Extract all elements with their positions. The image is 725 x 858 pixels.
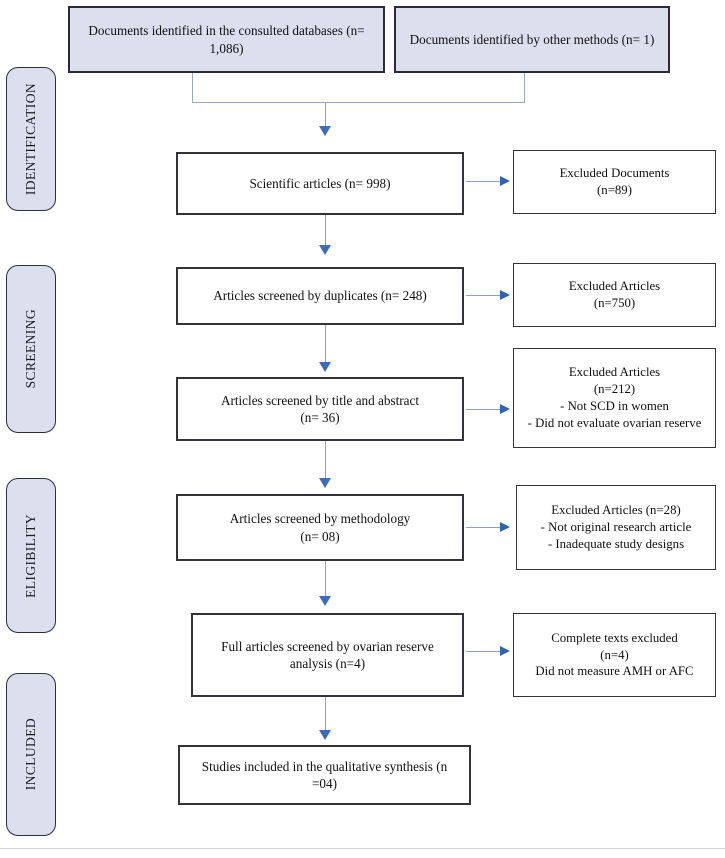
flow-box-screened-duplicates: Articles screened by duplicates (n= 248)	[176, 267, 464, 325]
stage-label-identification-text: IDENTIFICATION	[23, 82, 38, 196]
exclusion-box-excluded-documents-text: Excluded Documents (n=89)	[559, 166, 670, 197]
merge-bracket	[192, 73, 525, 103]
stage-label-included-text: INCLUDED	[23, 718, 38, 791]
arrowhead-duplicates-to-excluded	[500, 290, 510, 300]
connector-methodology-to-excluded	[466, 527, 504, 528]
exclusion-box-excluded-methodology: Excluded Articles (n=28) - Not original …	[516, 485, 716, 570]
flow-box-screened-title-abstract: Articles screened by title and abstract …	[176, 377, 464, 441]
exclusion-box-excluded-full-texts-text: Complete texts excluded (n=4) Did not me…	[535, 630, 694, 679]
arrowhead-methodology-to-excluded	[500, 522, 510, 532]
arrowhead-duplicates-to-title-abstract	[319, 362, 331, 372]
flow-box-studies-included: Studies included in the qualitative synt…	[178, 745, 471, 805]
flow-box-full-articles-ovarian: Full articles screened by ovarian reserv…	[191, 613, 464, 697]
flow-box-studies-included-text: Studies included in the qualitative synt…	[201, 758, 448, 791]
source-box-databases-text: Documents identified in the consulted da…	[88, 23, 365, 56]
stage-label-included: INCLUDED	[6, 673, 56, 836]
arrowhead-scientific-articles-to-duplicates	[319, 245, 331, 255]
exclusion-box-excluded-documents: Excluded Documents (n=89)	[513, 150, 716, 214]
stage-label-identification: IDENTIFICATION	[6, 67, 56, 211]
stage-label-screening-text: SCREENING	[23, 309, 38, 389]
connector-duplicates-to-title-abstract	[325, 325, 326, 367]
exclusion-box-excluded-duplicates: Excluded Articles (n=750)	[513, 263, 716, 327]
arrowhead-title-abstract-to-methodology	[319, 478, 331, 488]
arrowhead-scientific-articles-to-excluded	[500, 176, 510, 186]
flow-box-screened-methodology-text: Articles screened by methodology (n= 08)	[229, 511, 411, 544]
stage-label-eligibility-text: ELIGIBILITY	[23, 513, 38, 598]
connector-full-articles-to-excluded	[466, 651, 504, 652]
arrowhead-methodology-to-full-articles	[319, 596, 331, 606]
flow-box-screened-methodology: Articles screened by methodology (n= 08)	[176, 494, 464, 561]
source-box-databases: Documents identified in the consulted da…	[68, 6, 385, 73]
connector-duplicates-to-excluded	[466, 295, 504, 296]
flow-box-scientific-articles: Scientific articles (n= 998)	[176, 152, 464, 215]
arrowhead-title-abstract-to-excluded	[500, 404, 510, 414]
connector-methodology-to-full-articles	[325, 561, 326, 603]
exclusion-box-excluded-methodology-text: Excluded Articles (n=28) - Not original …	[540, 503, 692, 551]
flow-box-scientific-articles-text: Scientific articles (n= 998)	[249, 175, 391, 191]
exclusion-box-excluded-full-texts: Complete texts excluded (n=4) Did not me…	[513, 613, 716, 697]
arrowhead-full-articles-to-excluded	[500, 646, 510, 656]
arrowhead-full-articles-to-included	[319, 730, 331, 740]
arrowhead-merge-to-scientific-articles	[319, 126, 331, 136]
exclusion-box-excluded-duplicates-text: Excluded Articles (n=750)	[568, 279, 661, 310]
source-box-other-methods: Documents identified by other methods (n…	[394, 6, 670, 73]
exclusion-box-excluded-title-abstract-text: Excluded Articles (n=212) - Not SCD in w…	[527, 365, 702, 430]
stage-label-eligibility: ELIGIBILITY	[6, 478, 56, 633]
source-box-other-methods-text: Documents identified by other methods (n…	[409, 31, 655, 47]
footer-divider	[0, 848, 725, 849]
flow-box-screened-title-abstract-text: Articles screened by title and abstract …	[220, 392, 420, 425]
connector-scientific-articles-to-excluded	[466, 181, 504, 182]
connector-merge-to-scientific-articles	[325, 103, 326, 129]
flow-box-screened-duplicates-text: Articles screened by duplicates (n= 248)	[213, 288, 427, 304]
connector-full-articles-to-included	[325, 697, 326, 735]
stage-label-screening: SCREENING	[6, 265, 56, 433]
connector-title-abstract-to-methodology	[325, 441, 326, 483]
exclusion-box-excluded-title-abstract: Excluded Articles (n=212) - Not SCD in w…	[513, 348, 716, 448]
connector-title-abstract-to-excluded	[466, 409, 504, 410]
flow-box-full-articles-ovarian-text: Full articles screened by ovarian reserv…	[221, 638, 434, 671]
connector-scientific-articles-to-duplicates	[325, 215, 326, 250]
